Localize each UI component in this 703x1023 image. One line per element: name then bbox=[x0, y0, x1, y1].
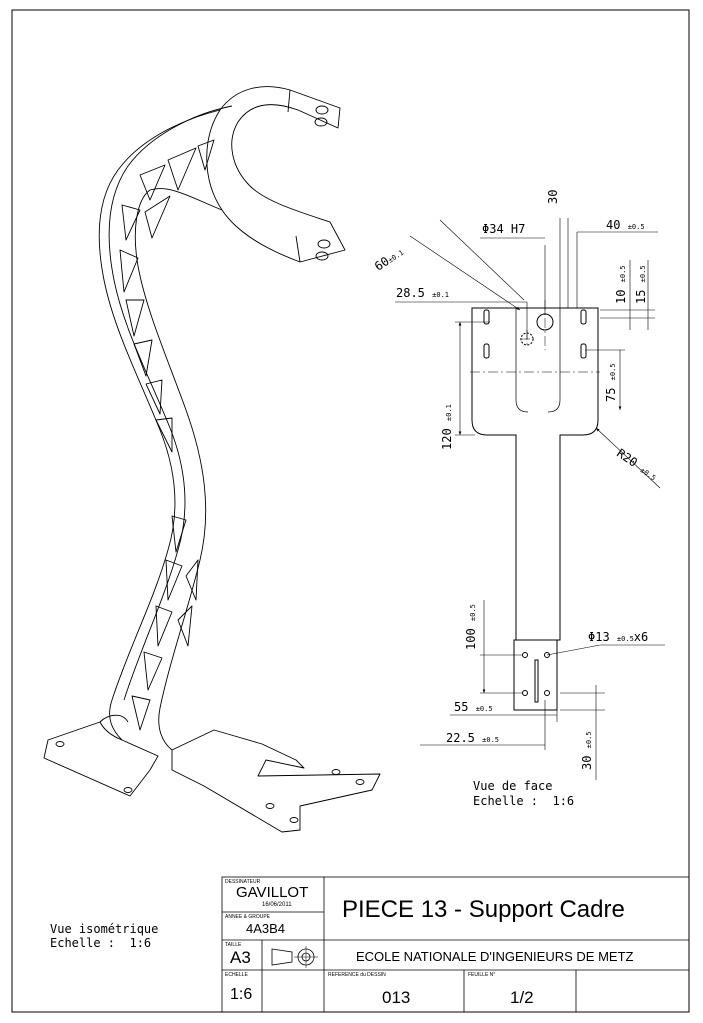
drawing-date: 16/06/2011 bbox=[262, 902, 292, 908]
scale-label: ECHELLE bbox=[225, 972, 248, 978]
dim-100: 100 ±0.5 bbox=[464, 604, 478, 650]
dim-40: 40 ±0.5 bbox=[606, 218, 645, 232]
reference-label: REFERENCE du DESSIN bbox=[328, 972, 386, 978]
sheet-border bbox=[11, 9, 690, 1013]
dim-55: 55 ±0.5 bbox=[454, 700, 493, 714]
iso-view-caption-scale: Echelle : 1:6 bbox=[50, 936, 152, 950]
year-group-value: 4A3B4 bbox=[246, 921, 286, 936]
drawing-title: PIECE 13 - Support Cadre bbox=[342, 896, 625, 923]
dim-22-5: 22.5 ±0.5 bbox=[446, 731, 499, 745]
designer-name: GAVILLOT bbox=[236, 884, 309, 901]
dim-75: 75 ±0.5 bbox=[604, 363, 618, 402]
dim-28-5: 28.5 ±0.1 bbox=[396, 286, 449, 300]
size-value: A3 bbox=[230, 948, 251, 967]
projection-symbol-icon bbox=[271, 946, 318, 968]
dim-phi34: Φ34 H7 bbox=[482, 222, 526, 236]
front-view bbox=[471, 307, 599, 711]
dim-phi13: Φ13 ±0.5x6 bbox=[588, 630, 649, 644]
dim-10: 10 ±0.5 bbox=[614, 265, 628, 304]
dim-15: 15 ±0.5 bbox=[634, 265, 648, 304]
sheet-label: FEUILLE N° bbox=[468, 972, 496, 978]
school-name: ECOLE NATIONALE D'INGENIEURS DE METZ bbox=[356, 949, 634, 964]
dim-30-bottom: 30 ±0.5 bbox=[580, 731, 594, 770]
year-group-label: ANNEE & GROUPE bbox=[225, 914, 271, 920]
size-label: TAILLE bbox=[225, 942, 242, 948]
sheet-value: 1/2 bbox=[510, 988, 534, 1007]
title-block-frame bbox=[221, 876, 690, 1013]
front-view-caption-scale: Echelle : 1:6 bbox=[473, 794, 575, 808]
iso-view-caption-title: Vue isométrique bbox=[50, 922, 159, 936]
designer-label: DESSINATEUR bbox=[225, 879, 261, 885]
dim-120: 120 ±0.1 bbox=[440, 404, 454, 450]
dim-30-top: 30 bbox=[546, 189, 560, 204]
isometric-view bbox=[43, 86, 381, 833]
reference-value: 013 bbox=[382, 988, 411, 1007]
front-view-caption-title: Vue de face bbox=[473, 779, 553, 793]
scale-value: 1:6 bbox=[230, 986, 253, 1003]
